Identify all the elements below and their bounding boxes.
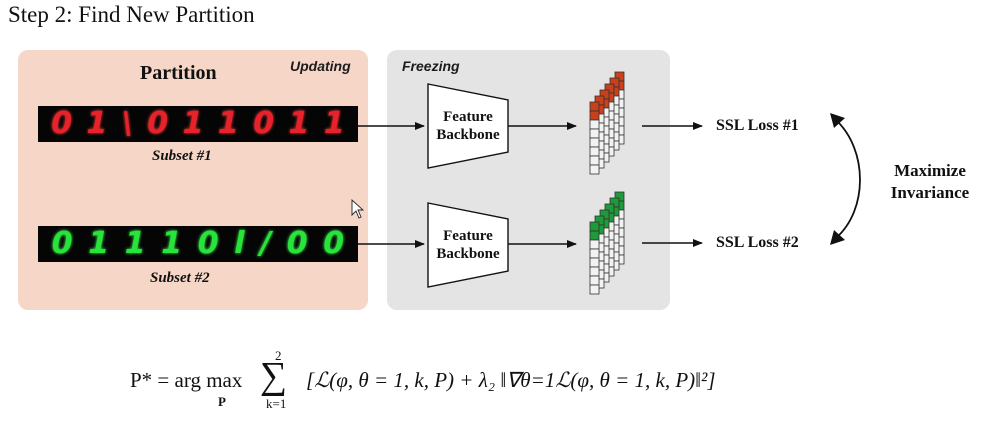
freezing-label: Freezing [402, 58, 460, 74]
slide-title: Step 2: Find New Partition [8, 2, 255, 27]
digit: l [234, 226, 245, 261]
digit: 1 [288, 106, 310, 141]
feature-1-cell [589, 155, 600, 166]
digit: 1 [86, 106, 108, 141]
partition-title: Partition [140, 62, 217, 84]
feature-2-cell [589, 221, 600, 232]
formula-argmax-subscript: P [218, 394, 226, 409]
feature-2-cell [589, 275, 600, 286]
digit: 0 [253, 106, 275, 141]
feature-1-cell [589, 137, 600, 148]
digit: 0 [51, 226, 73, 261]
curve-arrowhead-bottom [830, 230, 845, 245]
ssl-loss-2: SSL Loss #2 [716, 234, 799, 251]
updating-label: Updating [290, 58, 351, 74]
feature-2-cell [589, 257, 600, 268]
digit: 0 [197, 226, 219, 261]
backbone-2-label: Feature Backbone [428, 227, 508, 263]
feature-1-cell [589, 119, 600, 130]
formula-body: [ℒ(φ, θ = 1, k, P) + λ₂ ‖∇θ=1ℒ(φ, θ = 1,… [306, 368, 716, 392]
feature-2-cell [589, 239, 600, 250]
backbone-2-shape [427, 202, 509, 288]
formula-lhs: P* = arg max [130, 368, 243, 392]
backbone-1-label: Feature Backbone [428, 108, 508, 144]
feature-1-cell [589, 101, 600, 112]
digit: 0 [147, 106, 169, 141]
updating-panel [18, 50, 368, 310]
digit: 1 [88, 226, 110, 261]
objective-line1: Maximize [894, 161, 966, 180]
feature-maps-subset-1 [589, 71, 625, 175]
backbone-2-label-line1: Feature [443, 228, 493, 244]
feature-maps-subset-2 [589, 191, 625, 295]
digit: 0 [51, 106, 73, 141]
digit: / [260, 226, 272, 261]
feature-2-cell [589, 284, 600, 295]
digit: \ [121, 106, 133, 141]
mouse-cursor-icon [351, 198, 365, 219]
formula-sum-symbol: ∑ [260, 355, 288, 397]
objective-label: Maximize Invariance [878, 160, 982, 204]
digit: 1 [217, 106, 239, 141]
feature-1-cell [589, 128, 600, 139]
feature-1-cell [589, 110, 600, 121]
backbone-1-shape [427, 83, 509, 169]
curve-arrowhead-top [830, 113, 845, 128]
objective-formula: P* = arg max P 2 ∑ k=1 [ℒ(φ, θ = 1, k, P… [130, 348, 830, 411]
objective-line2: Invariance [890, 183, 970, 202]
formula-sum-lower: k=1 [266, 396, 287, 411]
feature-2-cell [589, 266, 600, 277]
digit: 1 [182, 106, 204, 141]
digit: 0 [286, 226, 308, 261]
feature-1-cell [589, 146, 600, 157]
feature-1-cell [589, 164, 600, 175]
digit: 1 [323, 106, 345, 141]
backbone-1-label-line2: Backbone [436, 127, 500, 143]
formula-sum-upper: 2 [275, 348, 282, 363]
subset-2-label: Subset #2 [150, 270, 210, 286]
subset-1-digit-strip: 0 1 \ 0 1 1 0 1 1 [38, 106, 358, 142]
ssl-loss-1: SSL Loss #1 [716, 117, 799, 134]
digit: 1 [124, 226, 146, 261]
digit: 0 [323, 226, 345, 261]
backbone-1-label-line1: Feature [443, 109, 493, 125]
backbone-2-label-line2: Backbone [436, 246, 500, 262]
subset-1-label: Subset #1 [152, 148, 212, 164]
feature-2-cell [589, 248, 600, 259]
subset-2-digit-strip: 0 1 1 1 0 l / 0 0 [38, 226, 358, 262]
digit: 1 [161, 226, 183, 261]
maximize-invariance-curve [835, 119, 861, 239]
feature-2-cell [589, 230, 600, 241]
